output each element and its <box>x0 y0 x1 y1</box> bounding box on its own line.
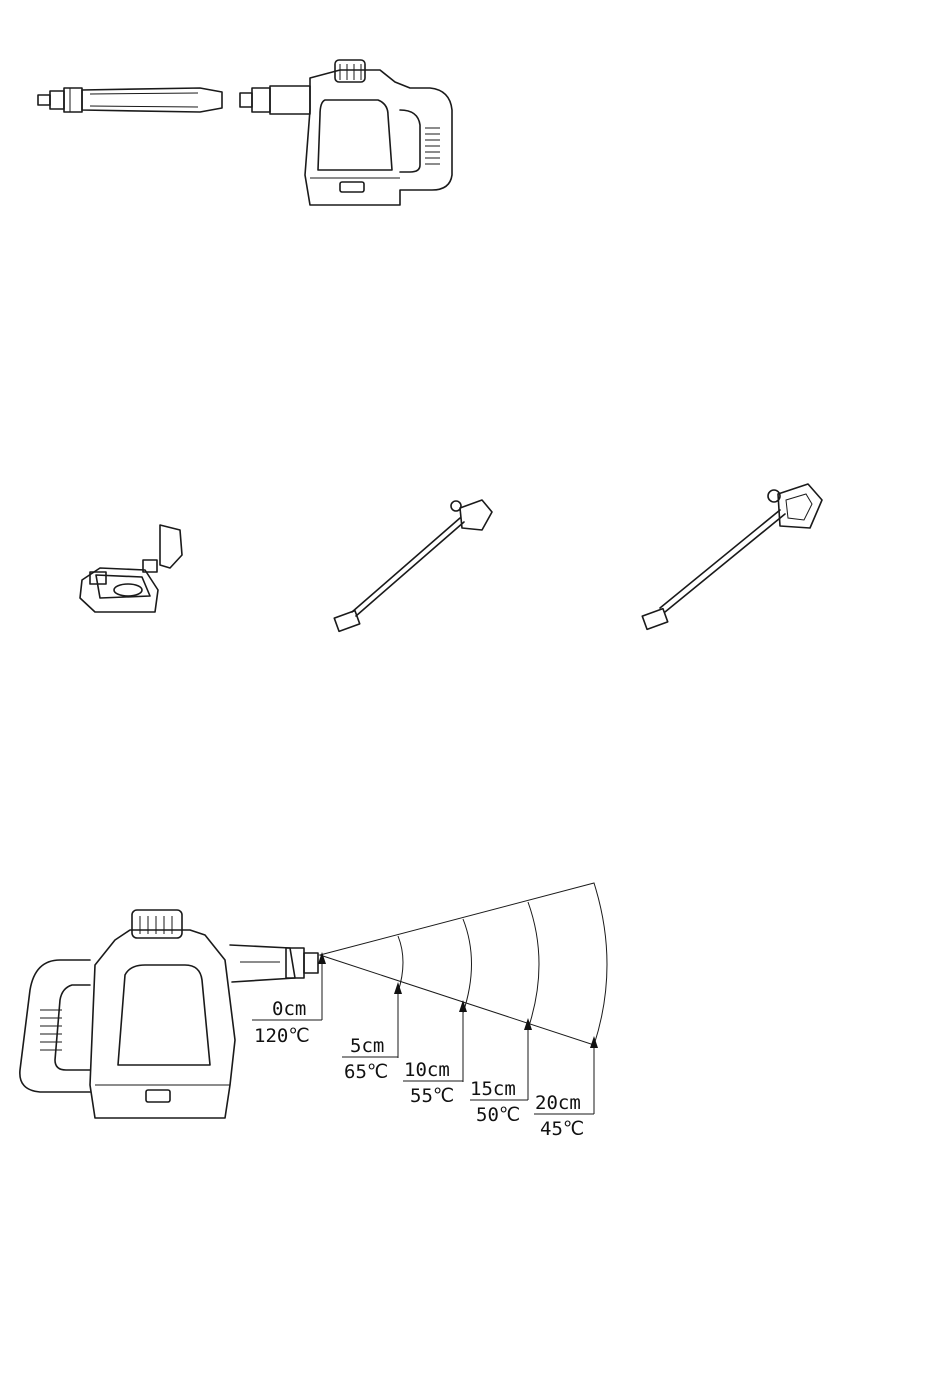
marker-15cm: 15cm 50℃ <box>470 1018 532 1126</box>
distance-arc-10cm <box>463 919 472 1013</box>
temperature-label-20cm: 45℃ <box>540 1118 584 1140</box>
marker-20cm: 20cm 45℃ <box>534 1036 598 1140</box>
distance-label-15cm: 15cm <box>470 1078 516 1100</box>
water-cap-ridges <box>140 916 172 934</box>
temperature-label-15cm: 50℃ <box>476 1104 520 1126</box>
marker-5cm: 5cm 65℃ <box>342 982 402 1083</box>
marker-0cm: 0cm 120℃ <box>252 952 326 1047</box>
distance-label-10cm: 10cm <box>404 1059 450 1081</box>
distance-label-0cm: 0cm <box>272 998 306 1020</box>
temperature-label-0cm: 120℃ <box>254 1025 310 1047</box>
distance-label-20cm: 20cm <box>535 1092 581 1114</box>
temperature-markers: 0cm 120℃ 5cm 65℃ 10cm 55℃ 15cm 50℃ <box>252 952 598 1140</box>
distance-label-5cm: 5cm <box>350 1035 384 1057</box>
distance-arc-15cm <box>528 902 539 1029</box>
marker-10cm: 10cm 55℃ <box>403 1000 467 1107</box>
temperature-label-10cm: 55℃ <box>410 1085 454 1107</box>
temperature-label-5cm: 65℃ <box>344 1061 388 1083</box>
distance-arc-5cm <box>398 936 403 992</box>
